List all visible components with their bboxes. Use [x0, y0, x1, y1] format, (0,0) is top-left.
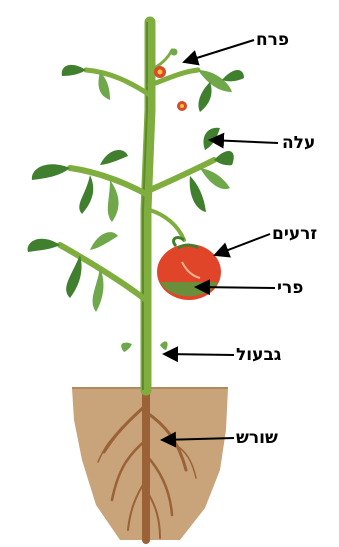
- label-leaf: עלה: [282, 135, 315, 152]
- label-seeds: זרעים: [272, 226, 317, 243]
- label-stem: גבעול: [236, 347, 281, 364]
- leaves: [28, 65, 244, 352]
- pointer-arrows: [162, 40, 278, 440]
- label-root: שורש: [236, 430, 278, 447]
- tomato-fruit: [157, 238, 221, 300]
- label-fruit: פרי: [277, 280, 303, 297]
- label-flower: פרח: [256, 32, 289, 49]
